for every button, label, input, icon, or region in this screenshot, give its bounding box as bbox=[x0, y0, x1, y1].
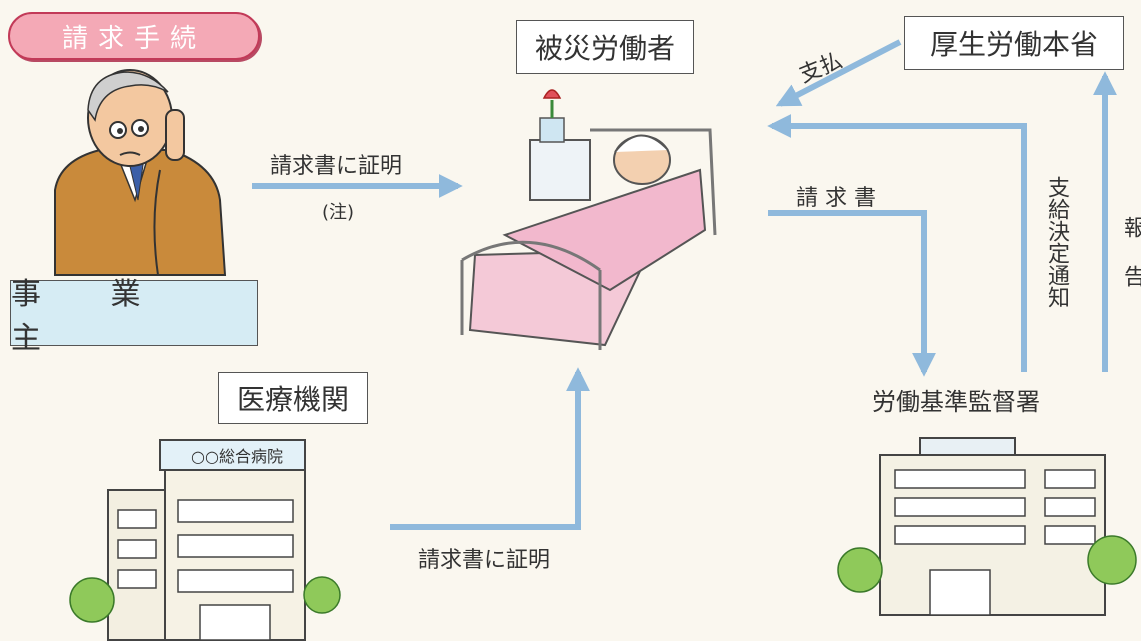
ministry-label: 厚生労働本省 bbox=[904, 16, 1124, 70]
edge-label-medical-to-worker: 請求書に証明 bbox=[418, 548, 551, 573]
employer-illustration bbox=[54, 69, 227, 276]
worker-label: 被災労働者 bbox=[516, 20, 694, 74]
arrow-medical-to-worker bbox=[390, 367, 590, 530]
office-label: 労働基準監督署 bbox=[872, 388, 1040, 416]
edge-label-employer-to-worker: 請求書に証明 bbox=[270, 154, 403, 179]
edge-label-office-to-worker: 支給決定通知 bbox=[1044, 176, 1069, 308]
arrow-office-to-worker bbox=[767, 114, 1027, 372]
edge-label-worker-to-office: 請 求 書 bbox=[796, 186, 876, 211]
hospital-sign: ○○総合病院 bbox=[191, 447, 283, 466]
title-pill: 請求手続 bbox=[8, 12, 260, 60]
employer-label: 事 業 主 bbox=[10, 277, 258, 356]
arrow-ministry-to-worker bbox=[775, 39, 902, 107]
hospital-building bbox=[69, 439, 341, 641]
medical-label: 医療機関 bbox=[218, 372, 368, 424]
edge-label-report: 報 告 bbox=[1120, 216, 1141, 297]
arrow-worker-to-office bbox=[768, 210, 936, 377]
bed-illustration bbox=[460, 89, 717, 350]
office-building bbox=[837, 437, 1137, 616]
edge-note: (注) bbox=[322, 202, 355, 223]
